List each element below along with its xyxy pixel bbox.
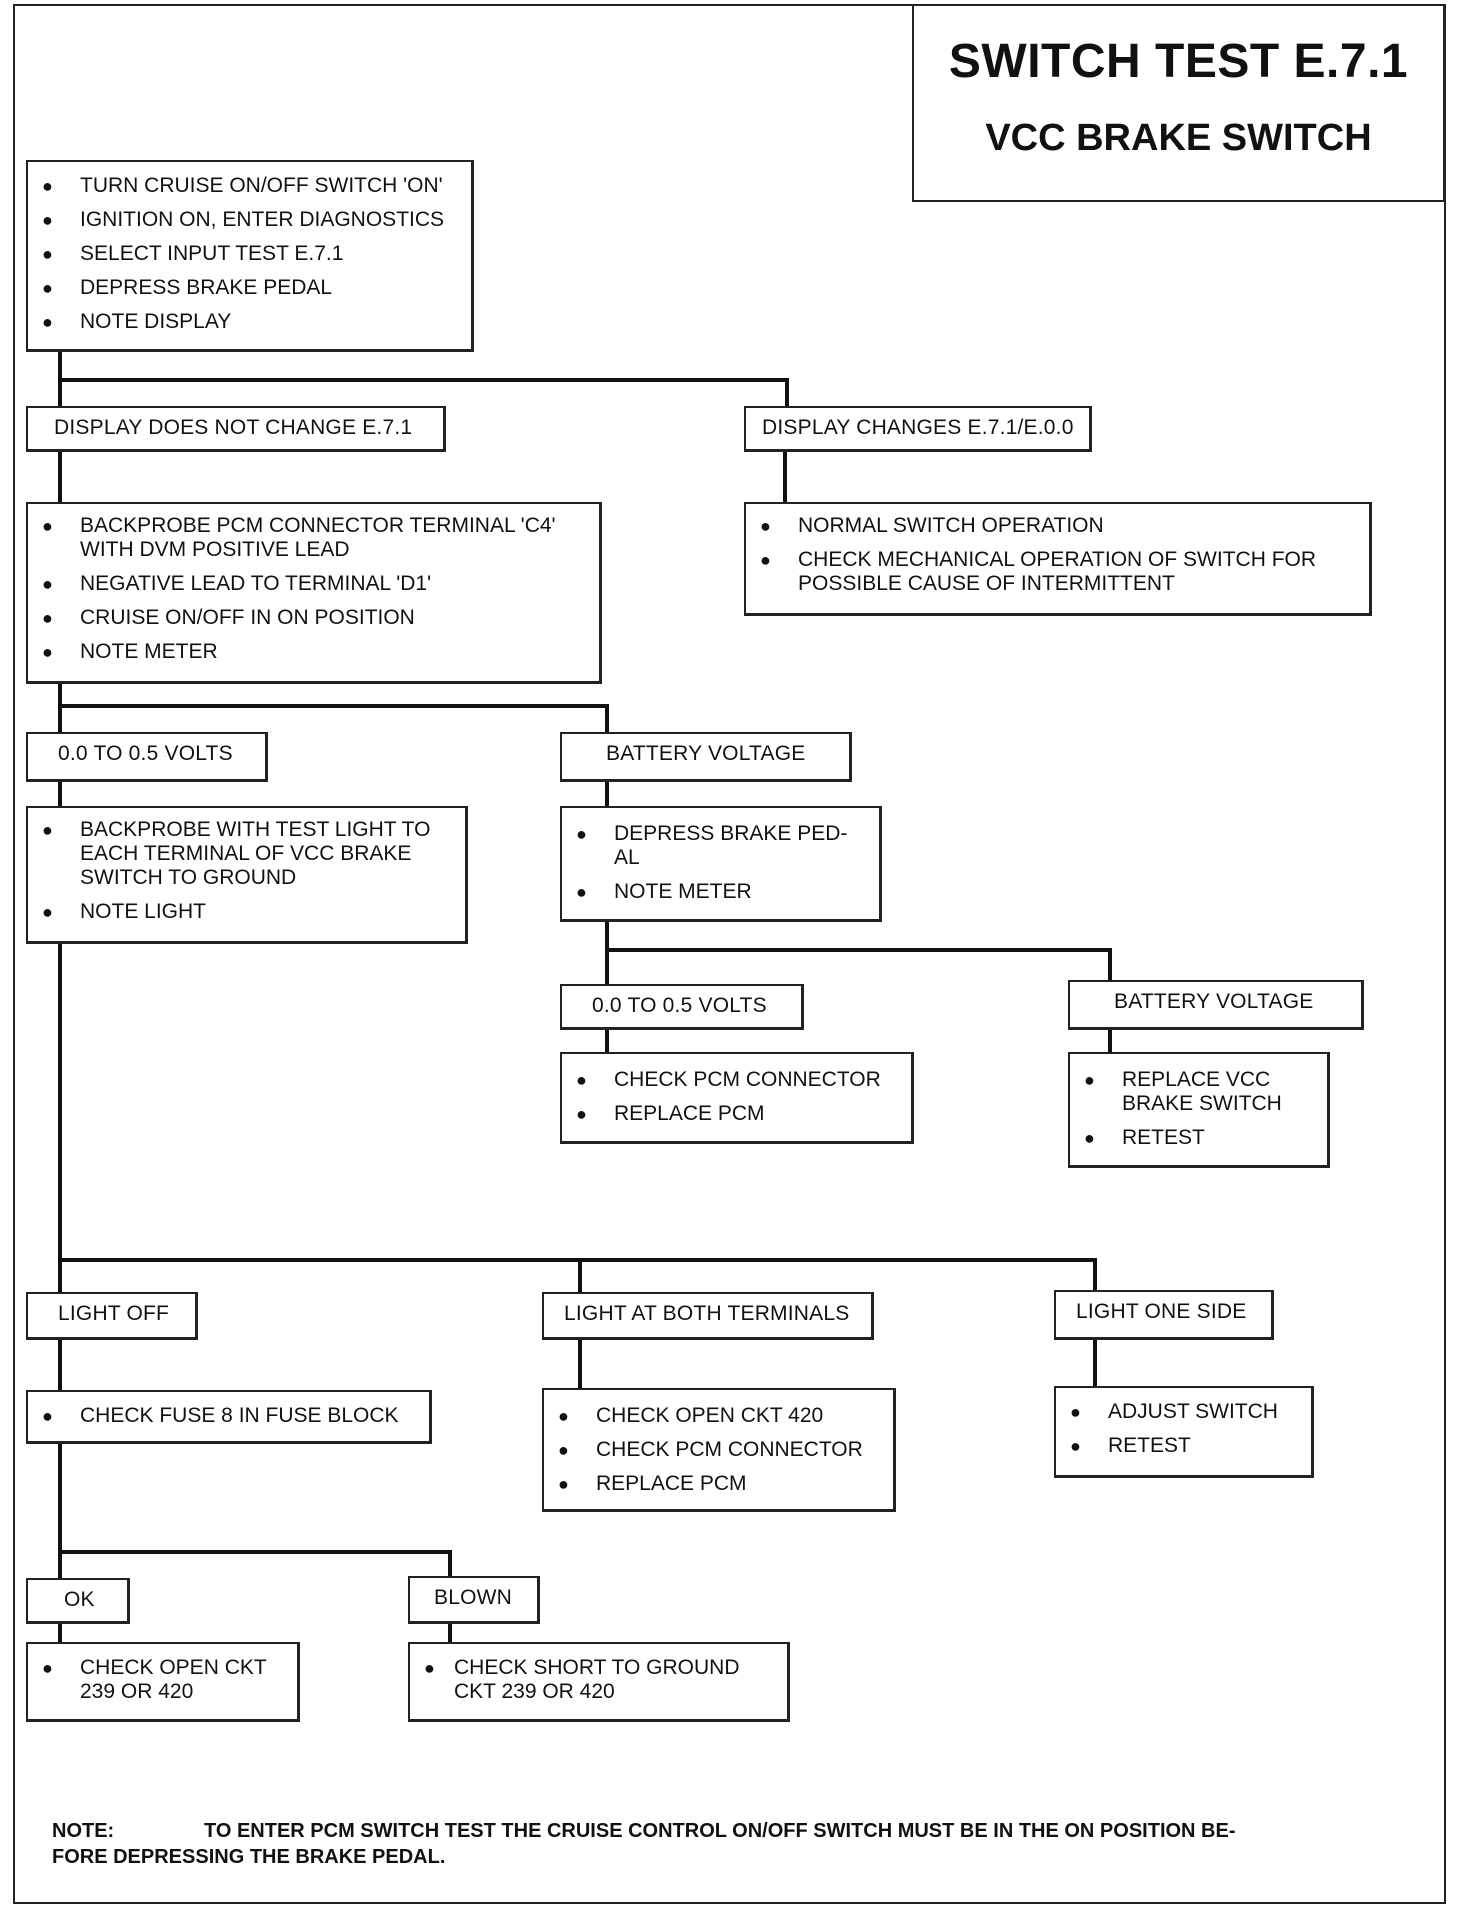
list-item: ●NOTE METER [42,640,218,663]
list-item: ●DEPRESS BRAKE PEDAL [42,276,333,299]
list-item: ●NORMAL SWITCH OPERATION [760,514,1104,537]
list-item: ●CRUISE ON/OFF IN ON POSITION [42,606,415,629]
branch-label: LIGHT OFF [58,1302,170,1325]
list-item: ●REPLACE PCM [576,1102,765,1125]
title-block: SWITCH TEST E.7.1 VCC BRAKE SWITCH [912,4,1446,202]
bv-battery-box: BATTERY VOLTAGE [1068,980,1364,1030]
bv-battery-steps-box: ●REPLACE VCC BRAKE SWITCH ●RETEST [1068,1052,1330,1168]
connector-fuse-split [58,1444,452,1578]
list-item: ●CHECK OPEN CKT 420 [558,1404,824,1427]
list-item: ●IGNITION ON, ENTER DIAGNOSTICS [42,208,445,231]
list-item: ●NOTE METER [576,880,752,903]
list-item: ●DEPRESS BRAKE PED- AL [576,822,848,869]
note-tag: NOTE: [52,1820,115,1842]
light-one-side-box: LIGHT ONE SIDE [1054,1290,1274,1340]
list-item: ●RETEST [1084,1126,1205,1149]
display-no-change-box: DISPLAY DOES NOT CHANGE E.7.1 [26,406,446,452]
branch-label: BLOWN [434,1586,513,1609]
list-item: ●NEGATIVE LEAD TO TERMINAL 'D1' [42,572,432,595]
list-item: ●BACKPROBE PCM CONNECTOR TERMINAL 'C4' W… [42,514,556,561]
light-off-steps-box: ●CHECK FUSE 8 IN FUSE BLOCK [26,1390,432,1444]
list-item: ●CHECK SHORT TO GROUND CKT 239 OR 420 [424,1656,740,1703]
light-off-box: LIGHT OFF [26,1292,198,1340]
list-item: ●CHECK MECHANICAL OPERATION OF SWITCH FO… [760,548,1317,595]
note-text: TO ENTER PCM SWITCH TEST THE CRUISE CONT… [52,1820,1236,1868]
light-one-steps-box: ●ADJUST SWITCH ●RETEST [1054,1386,1314,1478]
list-item: ●CHECK PCM CONNECTOR [576,1068,881,1091]
connector-volt-split [60,704,609,732]
fuse-blown-steps-box: ●CHECK SHORT TO GROUND CKT 239 OR 420 [408,1642,790,1722]
list-item: ●NOTE DISPLAY [42,310,232,333]
bv-low-steps-box: ●CHECK PCM CONNECTOR ●REPLACE PCM [560,1052,914,1144]
list-item: ●REPLACE PCM [558,1472,747,1495]
list-item: ●TURN CRUISE ON/OFF SWITCH 'ON' [42,174,443,197]
branch-label: BATTERY VOLTAGE [1114,990,1314,1013]
battery-voltage-steps-box: ●DEPRESS BRAKE PED- AL ●NOTE METER [560,806,882,922]
branch-label: OK [64,1588,95,1611]
connector-light-split [60,1258,1097,1292]
light-both-box: LIGHT AT BOTH TERMINALS [542,1292,874,1340]
branch-label: 0.0 TO 0.5 VOLTS [592,994,767,1017]
branch-label: DISPLAY CHANGES E.7.1/E.0.0 [762,416,1074,439]
list-item: ●NOTE LIGHT [42,900,207,923]
page-title: SWITCH TEST E.7.1 [948,35,1409,88]
list-item: ●CHECK FUSE 8 IN FUSE BLOCK [42,1404,399,1427]
test-light-steps-box: ●BACKPROBE WITH TEST LIGHT TO EACH TERMI… [26,806,468,944]
light-both-steps-box: ●CHECK OPEN CKT 420 ●CHECK PCM CONNECTOR… [542,1388,896,1512]
start-steps-box: ●TURN CRUISE ON/OFF SWITCH 'ON' ●IGNITIO… [26,160,474,352]
list-item: ●SELECT INPUT TEST E.7.1 [42,242,344,265]
list-item: ●CHECK PCM CONNECTOR [558,1438,863,1461]
list-item: ●CHECK OPEN CKT 239 OR 420 [42,1656,267,1703]
page-border [13,4,1446,1904]
list-item: ●BACKPROBE WITH TEST LIGHT TO EACH TERMI… [42,818,431,889]
changes-steps-box: ●NORMAL SWITCH OPERATION ●CHECK MECHANIC… [744,502,1372,616]
footnote: NOTE:TO ENTER PCM SWITCH TEST THE CRUISE… [52,1818,1382,1870]
display-changes-box: DISPLAY CHANGES E.7.1/E.0.0 [744,406,1092,452]
connector-bv-split [605,922,1112,984]
low-volts-box: 0.0 TO 0.5 VOLTS [26,732,268,782]
branch-label: 0.0 TO 0.5 VOLTS [58,742,233,765]
connector-display-split [60,378,789,406]
branch-label: LIGHT AT BOTH TERMINALS [564,1302,850,1325]
branch-label: DISPLAY DOES NOT CHANGE E.7.1 [54,416,413,439]
list-item: ●ADJUST SWITCH [1070,1400,1278,1423]
bv-low-volts-box: 0.0 TO 0.5 VOLTS [560,984,804,1030]
branch-label: LIGHT ONE SIDE [1076,1300,1247,1323]
list-item: ●RETEST [1070,1434,1191,1457]
fuse-blown-box: BLOWN [408,1576,540,1624]
battery-voltage-box: BATTERY VOLTAGE [560,732,852,782]
fuse-ok-steps-box: ●CHECK OPEN CKT 239 OR 420 [26,1642,300,1722]
page-subtitle: VCC BRAKE SWITCH [985,117,1372,159]
list-item: ●REPLACE VCC BRAKE SWITCH [1084,1068,1282,1115]
nochange-steps-box: ●BACKPROBE PCM CONNECTOR TERMINAL 'C4' W… [26,502,602,684]
fuse-ok-box: OK [26,1578,130,1624]
branch-label: BATTERY VOLTAGE [606,742,806,765]
